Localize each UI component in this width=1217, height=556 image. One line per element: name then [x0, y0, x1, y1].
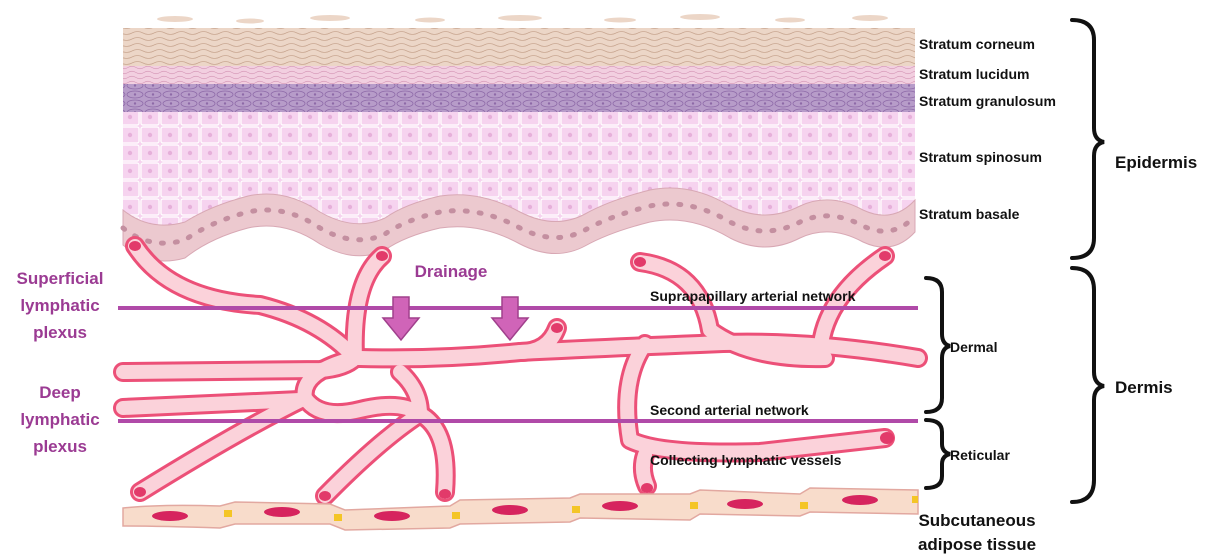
drainage-arrow-left	[383, 297, 419, 340]
dermal-bracket	[926, 278, 950, 412]
label-deep-3: plexus	[33, 437, 87, 456]
label-superficial-1: Superficial	[17, 269, 104, 288]
label-subcutaneous: Subcutaneous	[918, 511, 1035, 530]
label-stratum-basale: Stratum basale	[919, 206, 1020, 222]
label-drainage: Drainage	[415, 262, 488, 281]
epidermis-bracket	[1072, 20, 1104, 258]
label-dermis: Dermis	[1115, 378, 1173, 397]
label-second-network: Second arterial network	[650, 402, 809, 418]
epidermis	[123, 14, 915, 272]
label-superficial-2: lymphatic	[20, 296, 99, 315]
reticular-bracket	[926, 420, 950, 488]
drainage-arrow-right	[492, 297, 528, 340]
label-stratum-spinosum: Stratum spinosum	[919, 149, 1042, 165]
label-suprapapillary-network: Suprapapillary arterial network	[650, 288, 856, 304]
label-stratum-lucidum: Stratum lucidum	[919, 66, 1029, 82]
label-stratum-granulosum: Stratum granulosum	[919, 93, 1056, 109]
label-dermal: Dermal	[950, 339, 997, 355]
label-stratum-corneum: Stratum corneum	[919, 36, 1035, 52]
label-deep-1: Deep	[39, 383, 81, 402]
dermis-bracket	[1072, 268, 1104, 502]
label-reticular: Reticular	[950, 447, 1010, 463]
label-superficial-3: plexus	[33, 323, 87, 342]
flaking-scales	[157, 14, 888, 24]
label-deep-2: lymphatic	[20, 410, 99, 429]
adipose-cells	[123, 488, 918, 530]
label-adipose-tissue: adipose tissue	[918, 535, 1036, 554]
label-collecting-vessels: Collecting lymphatic vessels	[650, 452, 842, 468]
label-epidermis: Epidermis	[1115, 153, 1197, 172]
